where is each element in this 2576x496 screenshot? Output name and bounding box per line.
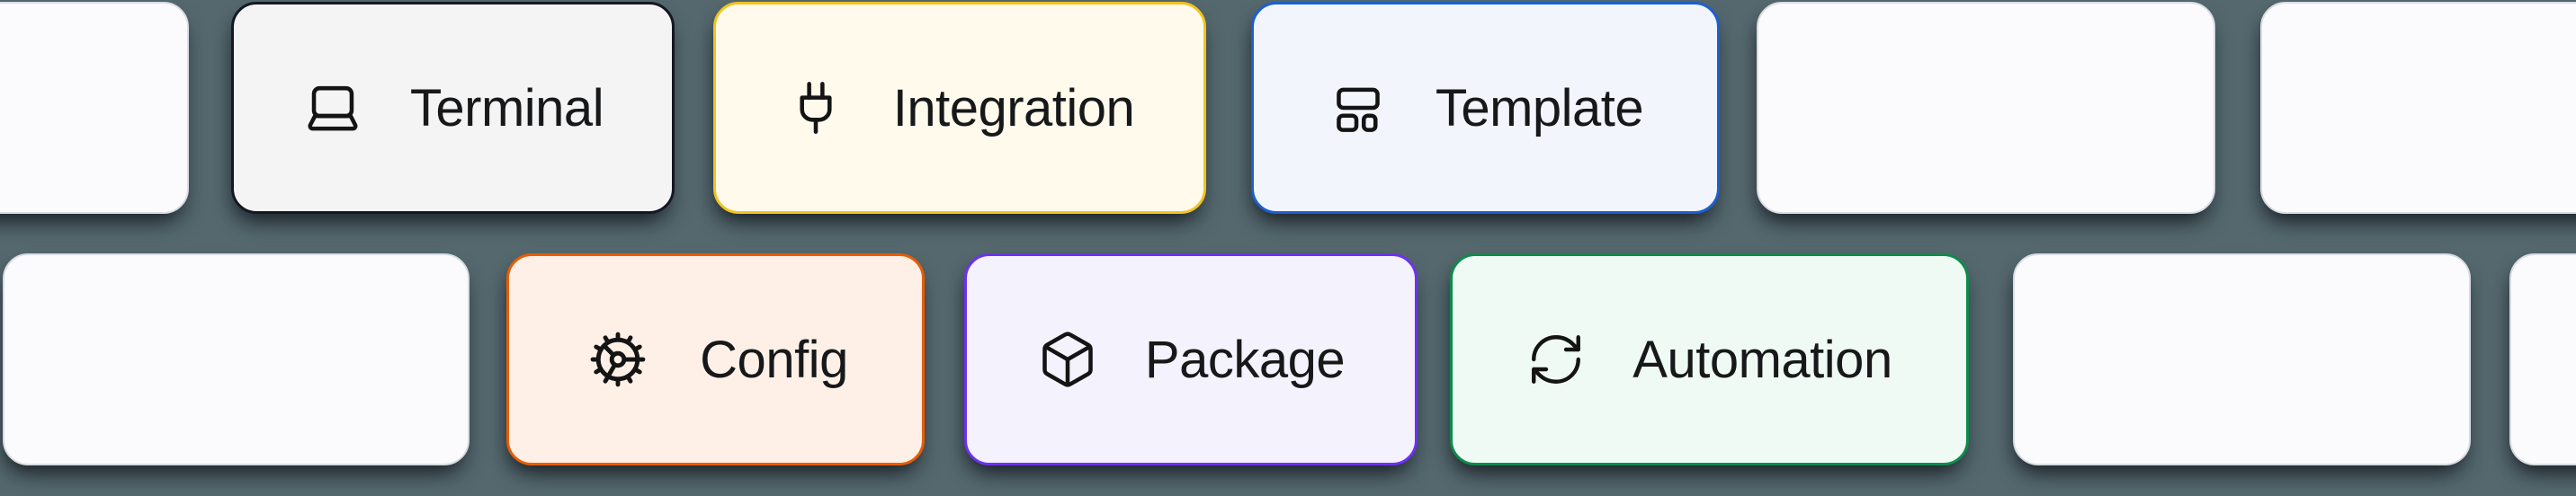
card-label: Automation xyxy=(1632,330,1892,389)
card-package[interactable]: Package xyxy=(964,253,1418,465)
card-label: Package xyxy=(1144,330,1346,389)
card-blank[interactable] xyxy=(0,2,189,214)
card-blank[interactable] xyxy=(2260,2,2576,214)
card-integration[interactable]: Integration xyxy=(713,2,1206,214)
card-blank[interactable] xyxy=(2013,253,2471,465)
layout-icon xyxy=(1337,87,1380,132)
card-blank[interactable] xyxy=(3,253,470,465)
box-icon xyxy=(1042,332,1093,387)
card-label: Config xyxy=(700,330,848,389)
sync-icon xyxy=(1532,335,1581,384)
card-automation[interactable]: Automation xyxy=(1450,253,1969,465)
gear-icon xyxy=(590,332,646,387)
card-label: Integration xyxy=(892,78,1135,137)
card-blank[interactable] xyxy=(2509,253,2576,465)
plug-icon xyxy=(800,82,832,134)
laptop-icon xyxy=(308,85,358,131)
card-label: Terminal xyxy=(409,78,604,137)
card-terminal[interactable]: Terminal xyxy=(231,2,675,214)
card-label: Template xyxy=(1435,78,1644,137)
card-template[interactable]: Template xyxy=(1251,2,1720,214)
card-blank[interactable] xyxy=(1757,2,2215,214)
card-config[interactable]: Config xyxy=(506,253,925,465)
